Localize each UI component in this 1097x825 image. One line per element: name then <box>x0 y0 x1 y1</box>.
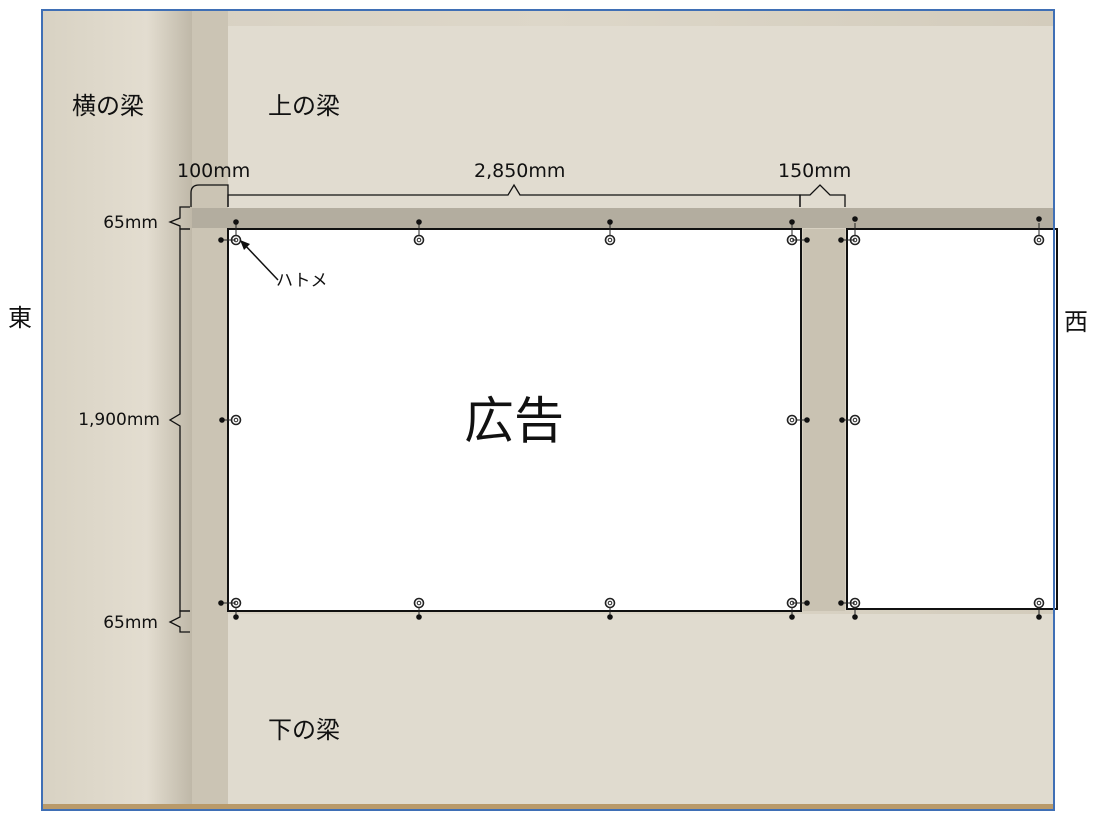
tie-dot <box>1036 614 1042 620</box>
grommet-hole <box>789 417 795 423</box>
grommet-hole <box>416 600 422 606</box>
dim-bottom-margin: 65mm <box>103 613 158 633</box>
vertical-dimensions <box>168 206 190 633</box>
tie-dot <box>416 614 422 620</box>
tie-dot <box>218 237 224 243</box>
photo-frame-border <box>41 9 1055 811</box>
tie-dot <box>789 614 795 620</box>
tie-dot <box>789 219 795 225</box>
tie-dot <box>852 614 858 620</box>
dim-panel-width: 2,850mm <box>474 160 565 182</box>
label-west: 西 <box>1064 308 1088 336</box>
dim-panel-height: 1,900mm <box>78 410 160 430</box>
grommet-ring <box>604 597 616 609</box>
grommet-group <box>218 216 1045 620</box>
label-grommet: ハトメ <box>276 271 328 291</box>
tie-dot <box>1036 216 1042 222</box>
tie-dot <box>233 614 239 620</box>
dim-top-margin: 65mm <box>103 213 158 233</box>
grommet-hole <box>233 417 239 423</box>
tie-dot <box>838 600 844 606</box>
top-beam-edge-shadow <box>192 208 1054 228</box>
top-beam-surface <box>228 26 1054 212</box>
grommet-hole <box>607 237 613 243</box>
grommet-ring <box>1033 597 1045 609</box>
horizontal-dimensions <box>190 183 846 207</box>
ad-panel-right <box>846 228 1058 610</box>
left-gap-bracket <box>190 184 229 207</box>
grommet-ring <box>413 234 425 246</box>
side-beam-pillar <box>42 10 192 810</box>
grommet-ring <box>786 414 798 426</box>
grommet-ring <box>1033 234 1045 246</box>
tie-dot <box>804 600 810 606</box>
label-side-beam: 横の梁 <box>72 92 144 120</box>
grommet-ring <box>413 597 425 609</box>
label-ad: 広告 <box>464 392 564 450</box>
label-east: 東 <box>8 304 32 332</box>
grommet-hole <box>1036 237 1042 243</box>
label-top-beam: 上の梁 <box>268 92 340 120</box>
tie-dot <box>607 614 613 620</box>
grommet-ring <box>604 234 616 246</box>
tie-dot <box>218 600 224 606</box>
grommet-ring <box>230 414 242 426</box>
tie-dot <box>839 417 845 423</box>
tie-dot <box>804 417 810 423</box>
right-gap-bracket <box>799 184 846 207</box>
grommet-hole <box>416 237 422 243</box>
tie-dot <box>219 417 225 423</box>
floor-strip <box>42 804 1054 810</box>
grommet-ring <box>849 414 861 426</box>
label-bottom-beam: 下の梁 <box>268 716 340 744</box>
panel-gap <box>803 229 845 611</box>
grommet-hole <box>607 600 613 606</box>
tie-dot <box>233 219 239 225</box>
grommet-hole <box>852 417 858 423</box>
tie-dot <box>804 237 810 243</box>
bottom-margin-bracket <box>168 610 190 633</box>
pillar-shadow <box>192 10 228 810</box>
tie-dot <box>607 219 613 225</box>
bottom-beam-surface <box>228 614 1054 804</box>
grommet-pointer-arrowhead <box>240 240 250 250</box>
grommet-hole <box>1036 600 1042 606</box>
grommet-pointer-line <box>241 241 279 281</box>
tie-dot <box>416 219 422 225</box>
dim-left-gap: 100mm <box>177 160 250 182</box>
tie-dot <box>838 237 844 243</box>
dim-right-gap: 150mm <box>778 160 851 182</box>
tie-dot <box>852 216 858 222</box>
ad-panel-main <box>227 228 802 612</box>
